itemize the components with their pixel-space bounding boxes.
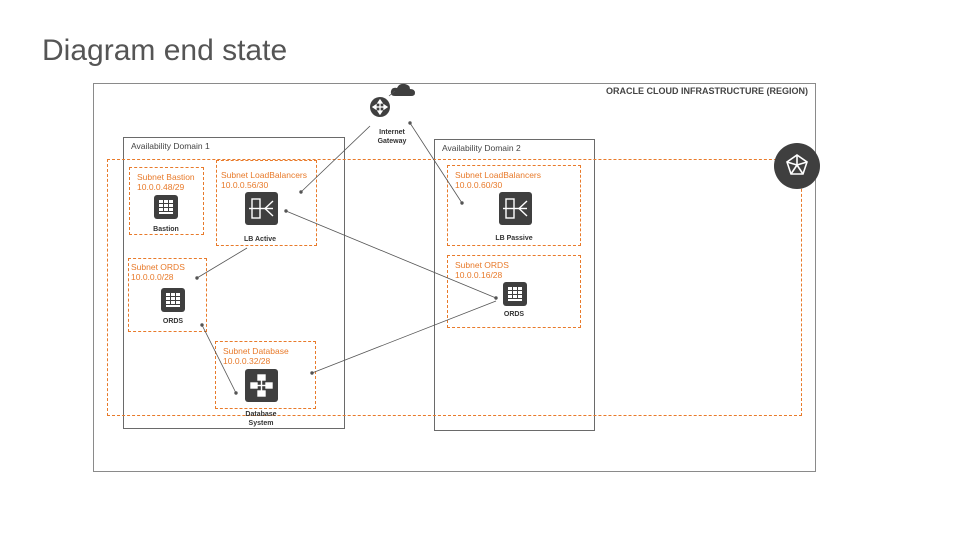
lb-active-label: LB Active [243,236,277,243]
load-balancer-icon [245,192,278,225]
subnet-ords1-name: Subnet ORDS [131,262,185,272]
subnet-ords2-name: Subnet ORDS [455,260,509,270]
subnet-db-cidr: 10.0.0.32/28 [223,356,271,366]
vcn-box [107,159,802,416]
subnet-ords2-cidr: 10.0.0.16/28 [455,270,503,280]
database-system-label-2: System [248,420,274,427]
availability-domain-2-label: Availability Domain 2 [442,143,521,153]
internet-gateway-label-1: Internet [379,129,405,136]
subnet-lb2-name: Subnet LoadBalancers [455,170,542,180]
subnet-lb1-cidr: 10.0.0.56/30 [221,180,269,190]
lb-passive-label: LB Passive [495,235,533,242]
subnet-lb1-name: Subnet LoadBalancers [221,170,308,180]
availability-domain-2 [434,139,595,431]
connector-lb-active-ords2 [285,210,497,299]
availability-domain-1-label: Availability Domain 1 [131,141,210,151]
connector-gateway-lb-passive [409,122,463,204]
subnet-lb2-cidr: 10.0.0.60/30 [455,180,503,190]
page-title: Diagram end state [42,34,288,67]
subnet-db-name: Subnet Database [223,346,289,356]
router-icon [370,97,390,117]
ords1-label: ORDS [162,318,184,325]
region-label: ORACLE CLOUD INFRASTRUCTURE (REGION) [606,86,808,96]
connector-ords2-database [311,300,497,374]
subnet-bastion-name: Subnet Bastion [137,172,195,182]
compute-icon [503,282,527,306]
internet-gateway-label-2: Gateway [377,138,407,145]
ords2-label: ORDS [503,311,525,318]
load-balancer-icon [499,192,532,225]
compute-icon [161,288,185,312]
availability-domain-1 [123,137,345,429]
database-icon [245,369,278,402]
connector-gateway-lb-active [300,125,371,193]
database-system-label-1: Database [245,411,277,418]
bastion-label: Bastion [153,226,179,233]
vcn-icon [774,143,820,189]
region-box [93,83,816,472]
connector-lb-active-ords1 [196,247,248,279]
subnet-ords1-cidr: 10.0.0.0/28 [131,272,174,282]
cloud-icon [390,83,416,97]
connector-ords1-database [201,324,237,394]
subnet-bastion-cidr: 10.0.0.48/29 [137,182,185,192]
compute-icon [154,195,178,219]
connector-router-cloud [388,90,396,97]
